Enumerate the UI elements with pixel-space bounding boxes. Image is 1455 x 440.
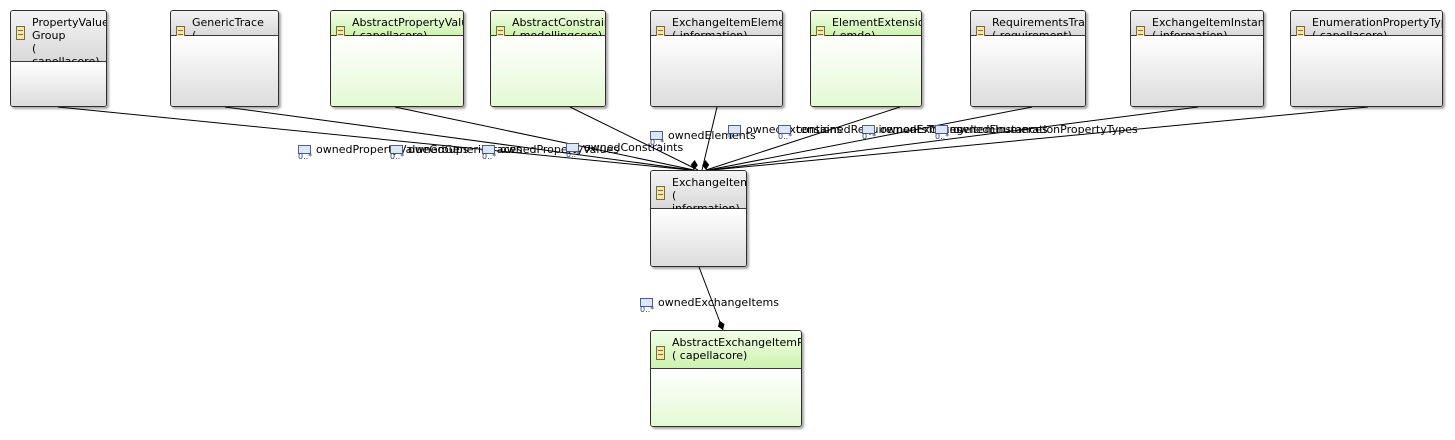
class-icon (656, 346, 665, 360)
multiplicity: 0..* (482, 152, 497, 161)
class-node-title: AbstractExchangeItemPkg( capellacore) (672, 336, 801, 362)
class-node-body (331, 36, 463, 106)
class-node-header: ElementExtension( emde) (811, 11, 922, 42)
class-node-header: ExchangeItem( information) (651, 171, 747, 215)
association-line[interactable] (701, 106, 718, 171)
multiplicity: 0..* (778, 132, 793, 141)
multiplicity: 0..* (650, 138, 665, 147)
class-node-n6[interactable]: ElementExtension( emde) (810, 10, 922, 107)
relation-name: ownedEnumerationPropertyTypes (953, 123, 1138, 136)
reference-icon (640, 297, 653, 307)
class-name: RequirementsTrace (992, 16, 1085, 29)
class-package: ( capellacore) (672, 349, 748, 362)
multiplicity: 0..* (640, 305, 655, 314)
association-line[interactable] (711, 106, 1369, 171)
class-node-header: ExchangeItemInstance( information) (1131, 11, 1263, 42)
class-node-body (11, 62, 106, 106)
reference-icon (862, 124, 875, 134)
class-node-c[interactable]: ExchangeItem( information) (650, 170, 747, 267)
relation-name: ownedExtensions (746, 123, 843, 136)
composition-diamond (690, 160, 698, 170)
relation-name: ownedExchangeItemInstances (880, 123, 1048, 136)
class-node-n7[interactable]: RequirementsTrace( requirement) (970, 10, 1086, 107)
association-edges (57, 106, 1369, 331)
class-node-n9[interactable]: EnumerationPropertyType( capellacore) (1290, 10, 1443, 107)
class-node-body (651, 209, 746, 266)
reference-icon (298, 144, 311, 154)
class-icon (656, 186, 665, 200)
class-name: PropertyValue Group (32, 16, 107, 42)
class-node-n4[interactable]: AbstractConstraint( modellingcore) (490, 10, 606, 107)
class-node-header: AbstractConstraint( modellingcore) (491, 11, 606, 42)
class-name: AbstractExchangeItemPkg (672, 336, 801, 349)
class-name: GenericTrace (192, 16, 264, 29)
class-node-n2[interactable]: GenericTrace( capellacommon) (170, 10, 279, 107)
association-line[interactable] (707, 106, 1033, 171)
reference-icon (390, 144, 403, 154)
relation-name: ownedExchangeItems (658, 296, 779, 309)
multiplicity: 0..* (566, 150, 581, 159)
reference-icon (566, 142, 579, 152)
class-node-header: EnumerationPropertyType( capellacore) (1291, 11, 1443, 42)
composition-diamond (717, 320, 725, 330)
multiplicity: 0..* (728, 132, 743, 141)
class-name: AbstractConstraint (512, 16, 606, 29)
multiplicity: 0..* (298, 152, 313, 161)
multiplicity: 0..* (390, 152, 405, 161)
reference-icon (482, 144, 495, 154)
association-line[interactable] (705, 106, 901, 171)
class-node-title: PropertyValue Group( capellacore) (32, 16, 107, 68)
class-node-body (1291, 36, 1442, 106)
relation-name: ownedConstraints (584, 141, 684, 154)
reference-icon (935, 124, 948, 134)
multiplicity: 0..* (862, 132, 877, 141)
class-node-header: AbstractPropertyValue( capellacore) (331, 11, 464, 42)
class-node-header: PropertyValue Group( capellacore) (11, 11, 106, 68)
class-node-n8[interactable]: ExchangeItemInstance( information) (1130, 10, 1264, 107)
association-line[interactable] (709, 106, 1199, 171)
class-node-p[interactable]: AbstractExchangeItemPkg( capellacore) (650, 330, 802, 427)
class-node-n3[interactable]: AbstractPropertyValue( capellacore) (330, 10, 464, 107)
association-line[interactable] (569, 106, 699, 171)
composition-diamond (702, 160, 710, 170)
class-node-header: ExchangeItemElement( information) (651, 11, 782, 42)
class-node-body (491, 36, 605, 106)
association-line[interactable] (698, 266, 724, 331)
class-name: ExchangeItemElement (672, 16, 782, 29)
class-name: AbstractPropertyValue (352, 16, 464, 29)
relation-name: ownedPropertyValues (500, 143, 619, 156)
class-node-n1[interactable]: PropertyValue Group( capellacore) (10, 10, 107, 107)
class-node-header: GenericTrace( capellacommon) (171, 11, 278, 55)
class-node-body (171, 36, 278, 106)
class-name: ExchangeItem (672, 176, 747, 189)
class-node-n5[interactable]: ExchangeItemElement( information) (650, 10, 783, 107)
class-node-body (651, 36, 782, 106)
association-line[interactable] (224, 106, 693, 171)
class-node-header: RequirementsTrace( requirement) (971, 11, 1085, 42)
association-line[interactable] (57, 106, 691, 171)
class-node-body (1131, 36, 1263, 106)
class-node-body (971, 36, 1085, 106)
reference-icon (650, 130, 663, 140)
association-line[interactable] (394, 106, 695, 171)
class-node-body (811, 36, 921, 106)
reference-icon (728, 124, 741, 134)
class-node-header: AbstractExchangeItemPkg( capellacore) (651, 331, 801, 369)
class-name: EnumerationPropertyType (1312, 16, 1443, 29)
class-icon (16, 26, 25, 40)
multiplicity: 0..* (935, 132, 950, 141)
relation-name: containedRequirementsTraces (796, 123, 962, 136)
class-node-body (651, 369, 801, 426)
reference-icon (778, 124, 791, 134)
class-name: ElementExtension (832, 16, 922, 29)
class-name: ExchangeItemInstance (1152, 16, 1263, 29)
